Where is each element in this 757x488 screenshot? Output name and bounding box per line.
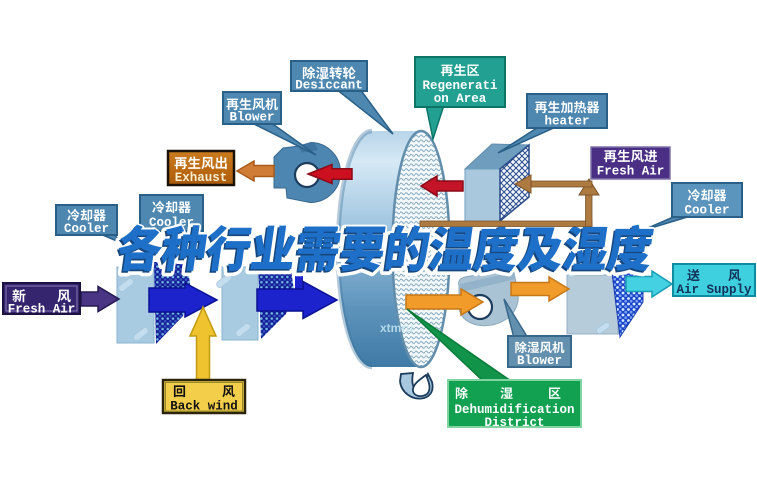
svg-text:on Area: on Area <box>434 92 487 106</box>
svg-text:Regenerati: Regenerati <box>422 79 497 93</box>
svg-text:heater: heater <box>544 115 589 129</box>
svg-text:Blower: Blower <box>229 111 274 125</box>
svg-text:District: District <box>484 416 544 430</box>
svg-text:Fresh Air: Fresh Air <box>8 303 76 317</box>
svg-text:Fresh Air: Fresh Air <box>597 165 665 179</box>
svg-text:Desiccant: Desiccant <box>295 79 363 93</box>
svg-text:Dehumidification: Dehumidification <box>454 403 574 417</box>
svg-text:Exhaust: Exhaust <box>175 171 228 185</box>
svg-text:Cooler: Cooler <box>684 204 729 218</box>
svg-text:xtmru: xtmru <box>380 321 413 335</box>
svg-text:Air Supply: Air Supply <box>676 283 752 297</box>
svg-text:Blower: Blower <box>517 354 562 368</box>
svg-text:Back wind: Back wind <box>170 400 238 414</box>
svg-text:Cooler: Cooler <box>64 222 109 236</box>
